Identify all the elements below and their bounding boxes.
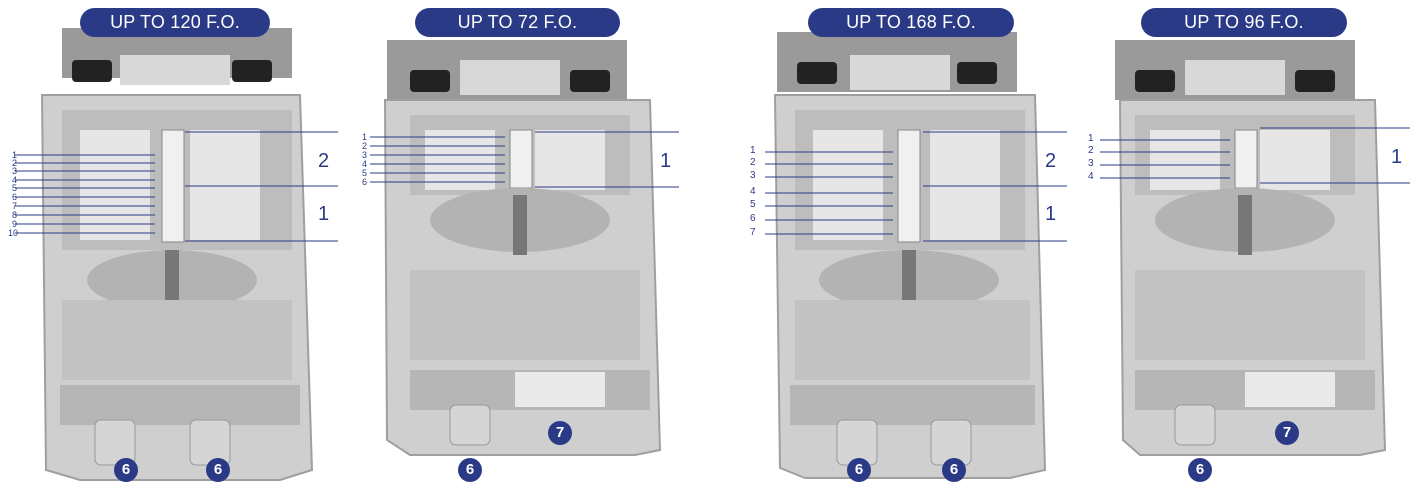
product-title: UP TO 120 F.O. — [80, 8, 270, 37]
port-label: 3 — [750, 170, 756, 181]
tray-label: 1 — [1045, 203, 1057, 225]
cable-gland-badge: 6 — [1188, 458, 1212, 482]
port-label: 2 — [12, 158, 18, 168]
enclosure-illustration — [765, 32, 1067, 479]
enclosure-illustration — [370, 40, 679, 456]
callout-lines — [1100, 127, 1410, 184]
port-label: 4 — [750, 186, 756, 197]
enclosure-drawing — [1115, 40, 1387, 456]
port-label: 3 — [362, 150, 368, 160]
port-label: 2 — [750, 157, 756, 168]
port-label: 6 — [750, 213, 756, 224]
port-label: 6 — [12, 192, 18, 202]
tray-label: 2 — [318, 150, 330, 172]
product-panel-72: UP TO 72 F.O. — [355, 0, 700, 488]
tray-label: 2 — [1045, 150, 1057, 172]
splitter-badge: 7 — [548, 421, 572, 445]
callout-lines — [370, 131, 679, 188]
port-label: 1 — [12, 150, 18, 160]
cable-gland-badge: 6 — [847, 458, 871, 482]
cable-gland-badge: 6 — [114, 458, 138, 482]
port-label: 6 — [362, 177, 368, 187]
port-label: 8 — [12, 210, 18, 220]
port-label: 9 — [12, 219, 18, 229]
tray-label: 1 — [660, 150, 672, 172]
port-label: 5 — [12, 183, 18, 193]
port-label: 1 — [750, 145, 756, 156]
port-label: 4 — [12, 175, 18, 185]
callout-lines — [765, 131, 1067, 242]
port-label: 4 — [362, 159, 368, 169]
port-label: 3 — [12, 166, 18, 176]
cable-gland-badge: 6 — [206, 458, 230, 482]
port-label: 7 — [750, 227, 756, 238]
product-title: UP TO 96 F.O. — [1141, 8, 1347, 37]
product-title: UP TO 72 F.O. — [415, 8, 620, 37]
callout-lines — [15, 131, 338, 242]
splitter-badge: 7 — [1275, 421, 1299, 445]
product-panel-96: UP TO 96 F.O. 1 2 3 — [1075, 0, 1412, 488]
enclosure-illustration — [15, 28, 338, 481]
product-title: UP TO 168 F.O. — [808, 8, 1014, 37]
port-label: 2 — [1088, 145, 1094, 156]
port-label: 2 — [362, 141, 368, 151]
port-label: 3 — [1088, 158, 1094, 169]
port-label: 7 — [12, 201, 18, 211]
cable-gland-badge: 6 — [942, 458, 966, 482]
product-panel-168: UP TO 168 F.O. — [705, 0, 1070, 488]
tray-label: 1 — [318, 203, 330, 225]
port-label: 1 — [362, 132, 368, 142]
enclosure-drawing — [383, 40, 662, 456]
enclosure-drawing — [40, 28, 314, 481]
port-label: 5 — [362, 168, 368, 178]
tray-label: 1 — [1391, 146, 1403, 168]
product-panel-120: UP TO 120 F.O. — [0, 0, 350, 488]
port-label: 5 — [750, 199, 756, 210]
enclosure-illustration — [1100, 40, 1410, 456]
port-label: 10 — [8, 228, 19, 238]
port-label: 1 — [1088, 133, 1094, 144]
cable-gland-badge: 6 — [458, 458, 482, 482]
enclosure-drawing — [773, 32, 1047, 479]
port-label: 4 — [1088, 171, 1094, 182]
